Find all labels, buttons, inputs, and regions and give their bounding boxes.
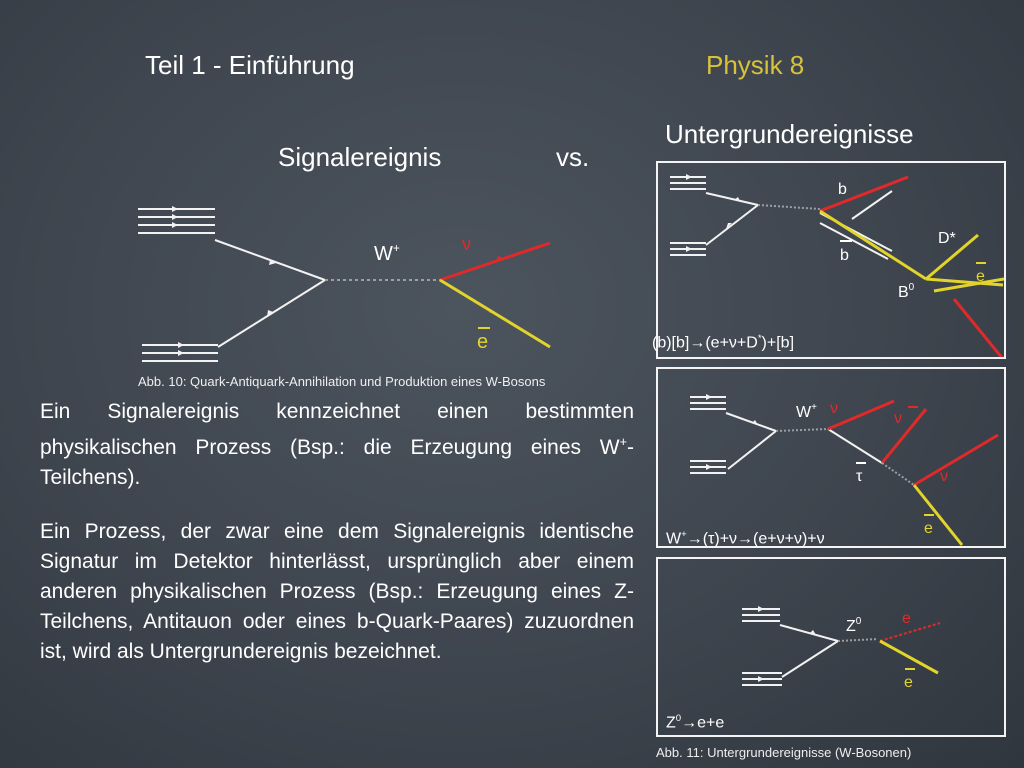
tau-label: τ xyxy=(856,468,863,485)
z-boson-label: Z0 xyxy=(846,616,862,635)
electron-label: e xyxy=(477,331,488,353)
tau-formula: W+→(τ)+ν→(e+ν+ν)+ν xyxy=(666,529,825,548)
background-box-b-quark: b b D* e B0 (b)[b]→(e+ν+D*)+[b] xyxy=(652,161,1006,359)
z-boson-diagram: Z0 e e xyxy=(742,606,941,691)
background-heading: Untergrundereignisse xyxy=(665,119,914,149)
neutrino-label: ν xyxy=(462,234,471,254)
vs-label: vs. xyxy=(556,142,590,172)
background-box-z-boson: Z0 e e Z0→e+e xyxy=(656,557,1006,737)
neutrino-label-2: ν xyxy=(894,410,902,427)
w-boson-label: W+ xyxy=(374,241,400,265)
b-meson-label: B0 xyxy=(898,282,915,301)
b-quark-label: b xyxy=(838,181,847,198)
neutrino-label-1: ν xyxy=(830,400,838,417)
background-caption: Abb. 11: Untergrundereignisse (W-Bosonen… xyxy=(656,745,912,760)
neutrino-label-3: ν xyxy=(940,468,948,485)
z-boson-formula: Z0→e+e xyxy=(666,713,725,732)
course-title: Physik 8 xyxy=(706,50,805,80)
signal-caption: Abb. 10: Quark-Antiquark-Annihilation un… xyxy=(138,374,546,389)
background-description: Ein Prozess, der zwar eine dem Signalere… xyxy=(40,520,634,663)
electron-track xyxy=(439,278,551,349)
anti-b-quark-label: b xyxy=(840,247,849,264)
neutrino-track xyxy=(439,241,551,282)
tau-diagram: W+ ν ν ν τ e xyxy=(690,394,999,546)
signal-feynman-diagram: W+ ν e xyxy=(138,206,551,362)
background-box-tau: W+ ν ν ν τ e W+→(τ)+ν→(e+ν+ν)+ν xyxy=(656,367,1006,548)
b-quark-formula: (b)[b]→(e+ν+D*)+[b] xyxy=(652,333,795,352)
electron-label-1: e xyxy=(902,610,911,627)
b-quark-diagram: b b D* e B0 xyxy=(670,174,1004,357)
signal-description: Ein Signalereignis kennzeichnet einen be… xyxy=(40,400,634,489)
electron-label: e xyxy=(976,268,985,285)
d-star-label: D* xyxy=(938,230,956,247)
electron-label-2: e xyxy=(904,674,913,691)
electron-label: e xyxy=(924,520,933,537)
signal-heading: Signalereignis xyxy=(278,142,442,172)
section-title: Teil 1 - Einführung xyxy=(145,50,355,80)
w-boson-label: W+ xyxy=(796,402,817,421)
